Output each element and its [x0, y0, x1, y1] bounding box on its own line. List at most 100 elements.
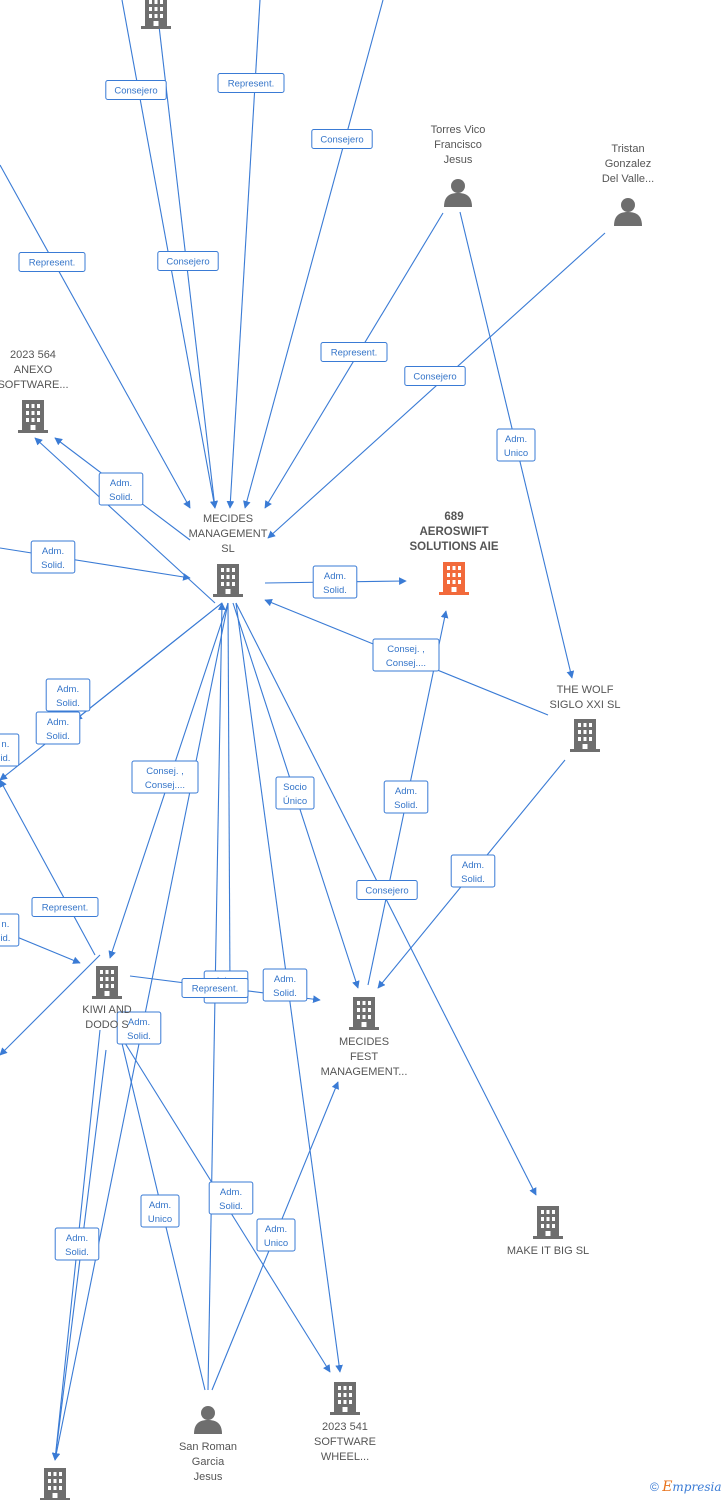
edge-role-label[interactable]: Adm.Solid. — [30, 540, 76, 574]
edge-label-box — [404, 366, 466, 386]
edge-role-label[interactable]: Adm.Solid. — [45, 678, 91, 712]
edge-label-text: Represent. — [42, 903, 88, 914]
edge-label-text: Unico — [148, 1214, 172, 1225]
copyright-symbol: © — [650, 1480, 659, 1494]
node-label: SL — [221, 543, 234, 555]
edge-role-label[interactable]: Consejero — [157, 251, 219, 271]
edge-role-label[interactable]: Consejero — [311, 129, 373, 149]
node-label: MAKE IT BIG SL — [507, 1245, 589, 1257]
edge-label-text: Solid. — [41, 560, 65, 571]
edge-role-label[interactable]: n.id. — [0, 913, 20, 947]
edge-label-text: Consejero — [413, 372, 456, 383]
edge-role-label[interactable]: Represent. — [31, 897, 99, 917]
edge-role-label[interactable]: Adm.Solid. — [383, 780, 429, 814]
edge-role-label[interactable]: Represent. — [320, 342, 388, 362]
edge-role-label[interactable]: n.id. — [0, 733, 20, 767]
edge-label-box — [0, 733, 20, 767]
node-mecides-fest[interactable]: MECIDES FEST MANAGEMENT... — [321, 997, 408, 1078]
person-icon — [194, 1406, 222, 1434]
edge-label-text: Solid. — [273, 988, 297, 999]
edge-label-text: id. — [0, 753, 10, 764]
edge-label-text: Represent. — [228, 79, 274, 90]
edge-role-label[interactable]: Adm.Solid. — [54, 1227, 100, 1261]
node-label: KIWI AND — [82, 1004, 132, 1016]
edge-label-box — [54, 1227, 100, 1261]
edge-label-box — [157, 251, 219, 271]
node-label: FEST — [350, 1051, 378, 1063]
edge-label-box — [320, 342, 388, 362]
edge-role-label[interactable]: Consejero — [105, 80, 167, 100]
edge-label-text: Consej.... — [145, 780, 185, 791]
edge-role-label[interactable]: Consej. ,Consej.... — [372, 638, 440, 672]
edge-role-label[interactable]: Adm.Solid. — [35, 711, 81, 745]
node-label: Jesus — [444, 154, 473, 166]
edge-role-label[interactable]: Consejero — [404, 366, 466, 386]
edge-label-text: Solid. — [46, 731, 70, 742]
edge-role-label[interactable]: Adm.Solid. — [450, 854, 496, 888]
edge-label-text: Adm. — [220, 1187, 242, 1198]
edge-role-label[interactable]: Adm.Unico — [256, 1218, 296, 1252]
empresia-logo-text: mpresia — [672, 1480, 722, 1494]
node-makeitbig[interactable]: MAKE IT BIG SL — [507, 1206, 589, 1257]
edge-label-box — [372, 638, 440, 672]
edge-role-label[interactable]: Adm.Solid. — [116, 1011, 162, 1045]
node-label: MECIDES — [339, 1036, 389, 1048]
edge-role-label[interactable]: Adm.Solid. — [98, 472, 144, 506]
edge-role-label[interactable]: Consejero — [356, 880, 418, 900]
edge-role-label[interactable]: Adm.Solid. — [312, 565, 358, 599]
edge-role-label[interactable]: Adm. Solid. — [262, 968, 308, 1002]
person-icon — [614, 198, 642, 226]
node-software-wheel[interactable]: 2023 541SOFTWAREWHEEL... — [314, 1382, 376, 1463]
edge-role-label[interactable]: Adm.Unico — [496, 428, 536, 462]
edge-role-label[interactable]: Consej. ,Consej.... — [131, 760, 199, 794]
edge-role-label[interactable]: Represent. — [217, 73, 285, 93]
edge-label-text: Consejero — [166, 257, 209, 268]
edge-label-box — [35, 711, 81, 745]
edge-label-text: Adm. — [505, 434, 527, 445]
edge-label-text: Consejero — [114, 86, 157, 97]
relationship-edge — [243, 0, 384, 509]
edge-label-box — [450, 854, 496, 888]
edge-label-text: Adm. — [395, 786, 417, 797]
edge-label-box — [0, 913, 20, 947]
edge-labels-layer: ConsejeroRepresent.ConsejeroRepresent.Co… — [0, 73, 536, 1261]
edge-role-label[interactable]: Represent. — [18, 252, 86, 272]
edge-label-box — [116, 1011, 162, 1045]
edge-label-box — [98, 472, 144, 506]
node-label: MANAGEMENT... — [321, 1066, 408, 1078]
building-icon — [570, 719, 600, 752]
empresia-footer[interactable]: © Empresia — [650, 1479, 721, 1495]
edge-label-text: Adm. — [110, 478, 132, 489]
edge-label-text: Adm. — [274, 974, 296, 985]
relationship-edge — [34, 437, 216, 604]
relationship-edge — [0, 547, 191, 581]
edge-label-box — [18, 252, 86, 272]
edge-label-text: Único — [283, 796, 307, 807]
edge-label-box — [312, 565, 358, 599]
edge-role-label[interactable]: Adm. Unico — [140, 1194, 180, 1228]
edge-role-label[interactable]: Represent. — [181, 978, 249, 998]
node-label: Gonzalez — [605, 158, 651, 170]
node-top-building[interactable] — [141, 0, 171, 29]
edge-label-box — [131, 760, 199, 794]
empresia-logo-initial: E — [662, 1479, 673, 1495]
edge-label-text: Unico — [264, 1238, 288, 1249]
edge-label-text: n. — [1, 919, 9, 930]
edge-role-label[interactable]: Adm.Solid. — [208, 1181, 254, 1215]
node-label: Torres Vico — [431, 124, 486, 136]
edge-label-text: Solid. — [323, 585, 347, 596]
node-anexo[interactable]: 2023 564ANEXOSOFTWARE... — [0, 349, 69, 433]
edge-label-box — [181, 978, 249, 998]
edge-label-text: Adm. — [149, 1200, 171, 1211]
edge-label-text: Solid. — [65, 1247, 89, 1258]
node-bottom-building[interactable] — [40, 1468, 70, 1500]
node-label: SOLUTIONS AIE — [409, 541, 498, 553]
